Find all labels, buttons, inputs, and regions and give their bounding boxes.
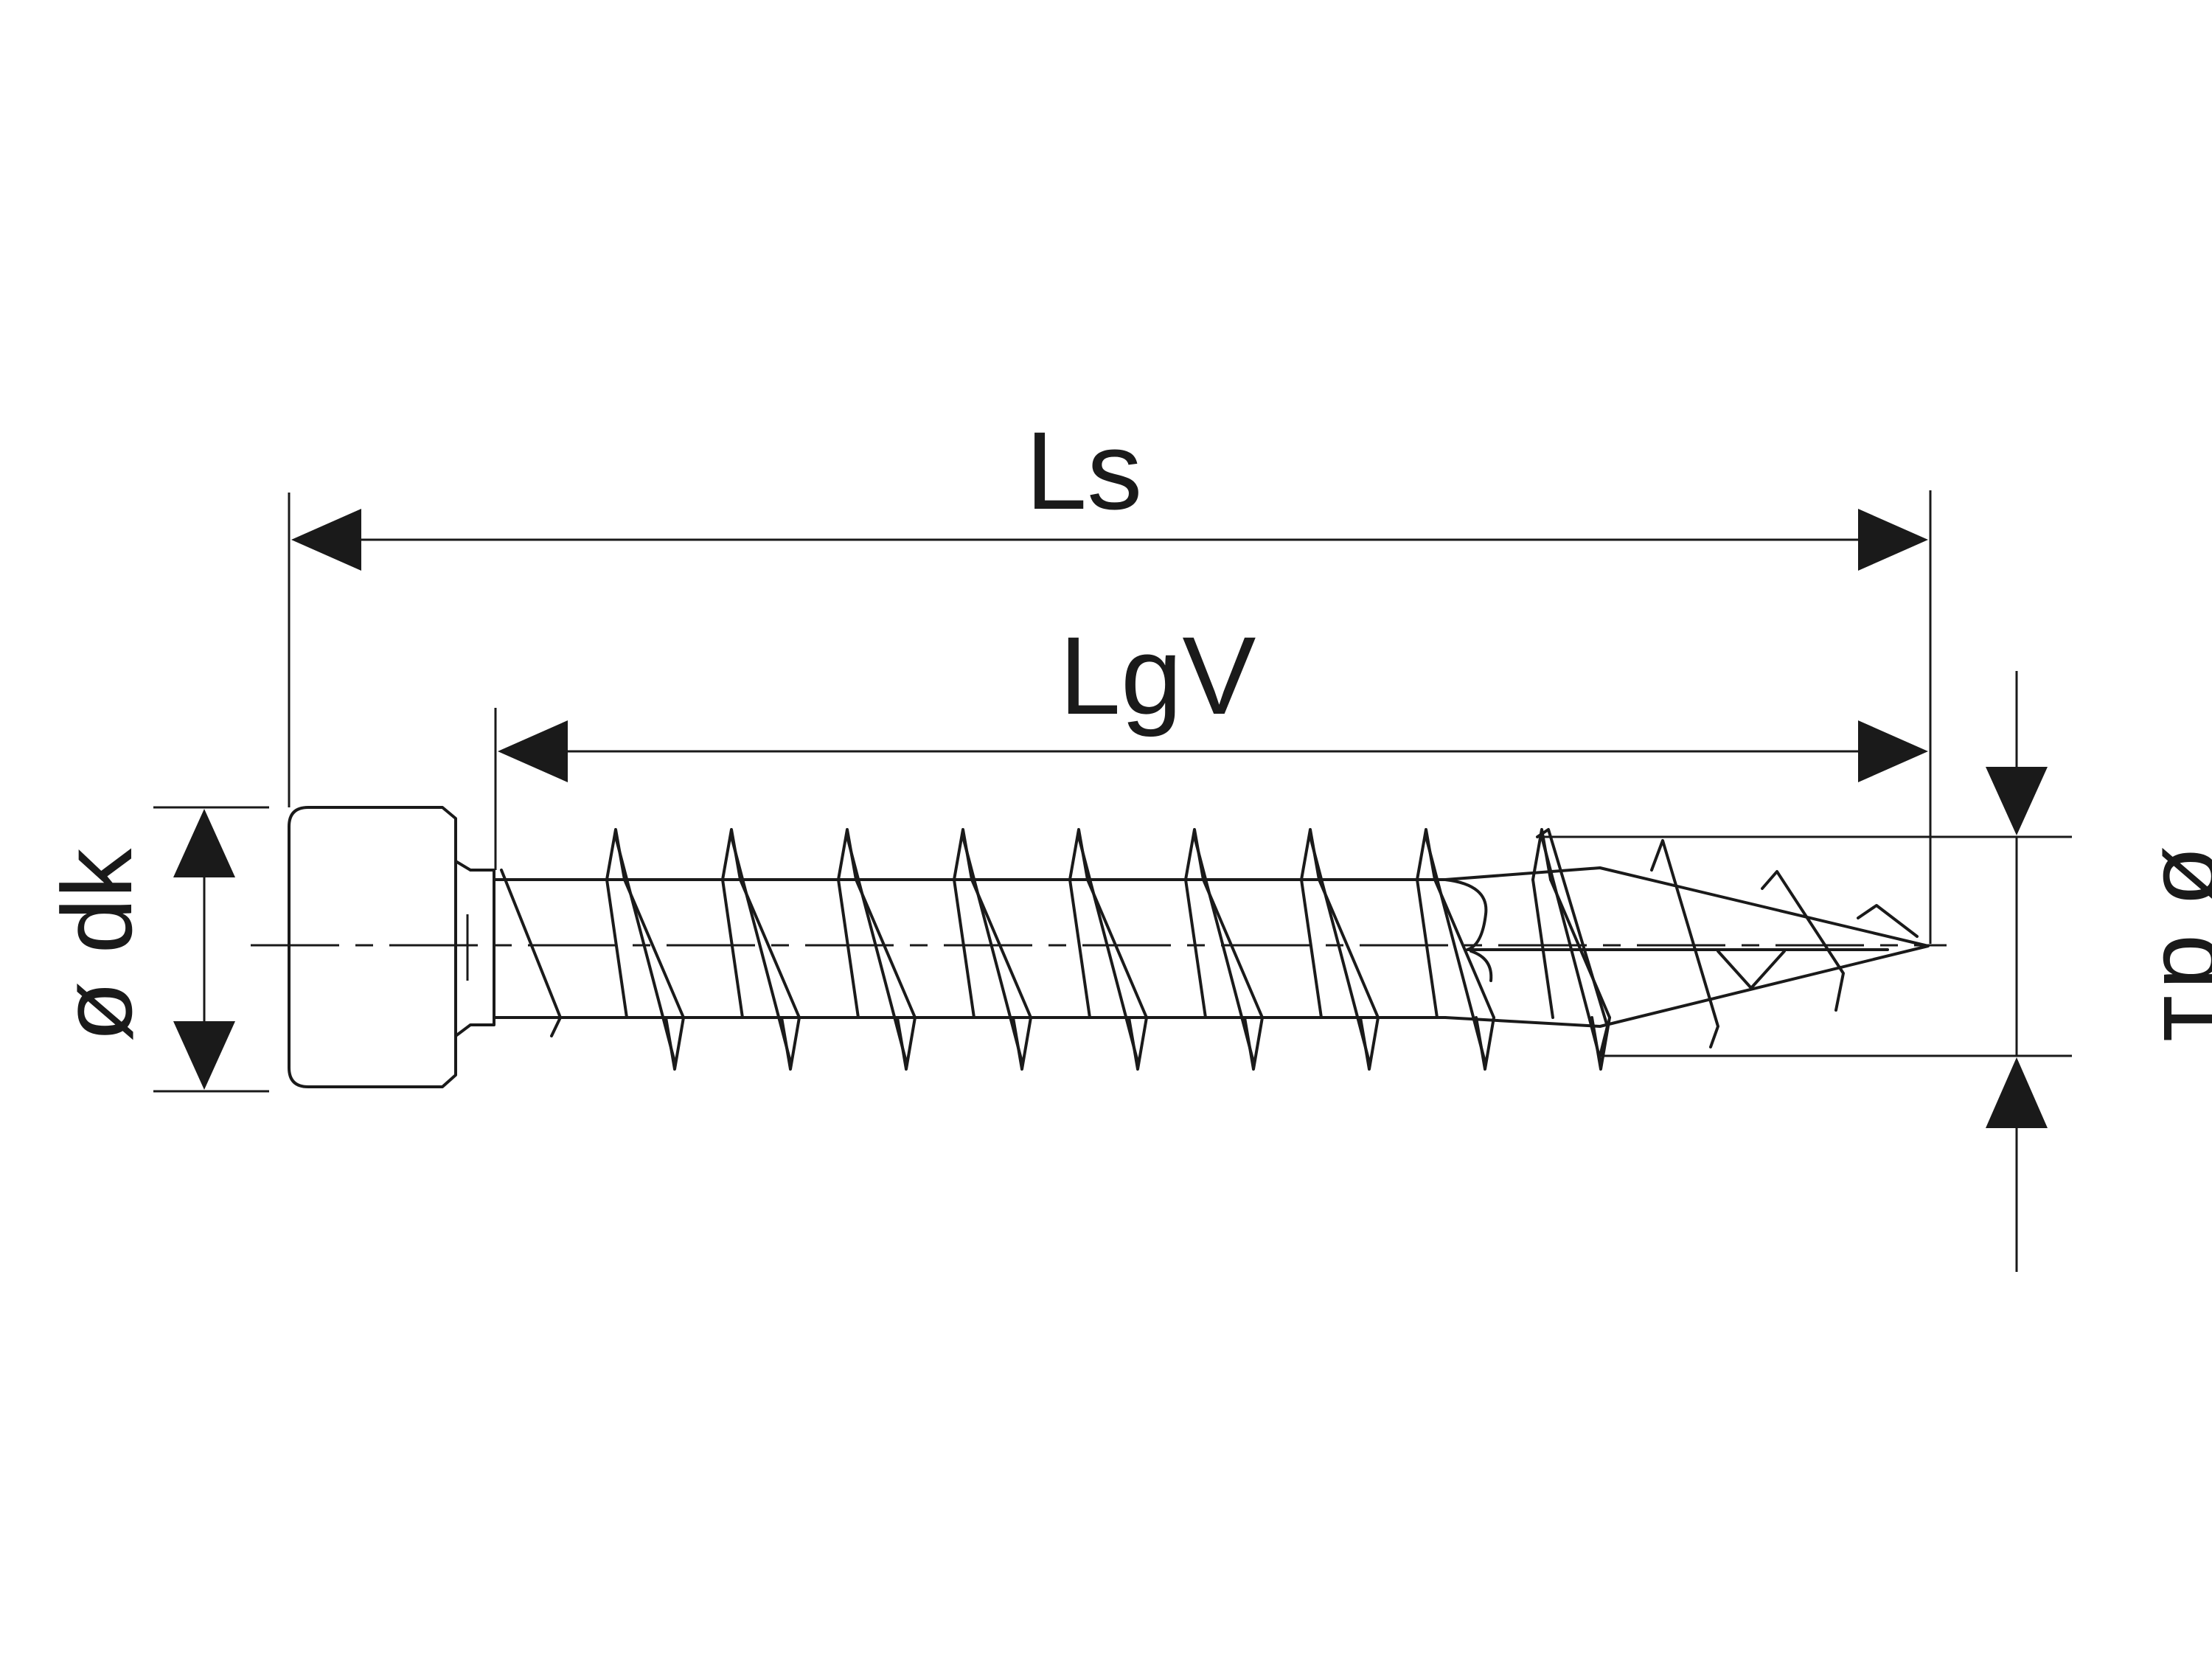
screw-shank: [493, 866, 1930, 1028]
head-diameter-dimension: ø dk: [41, 806, 269, 1093]
thread-diameter-dimension: ø d1: [1537, 671, 2212, 1272]
arrow-up: [173, 809, 235, 877]
thread-flight: [605, 878, 628, 1019]
screw-head: [288, 806, 495, 1088]
thread-flight: [1184, 878, 1207, 1019]
thread-flight: [1536, 828, 1609, 1057]
thread-flight: [1309, 835, 1371, 1063]
thread-diameter-label: ø d1: [2143, 846, 2212, 1045]
thread-flight: [1857, 904, 1919, 938]
overall-length-dimension: Ls: [288, 408, 1932, 944]
thread-flight: [1300, 878, 1323, 1019]
arrow-right: [1858, 720, 1928, 782]
thread-flight: [1761, 870, 1845, 1012]
arrow-up: [1986, 1057, 2048, 1128]
arrow-right: [1858, 509, 1928, 571]
arrow-down: [173, 1021, 235, 1090]
thread-length-label: LgV: [1060, 613, 1256, 737]
thread-flight: [1717, 950, 1786, 990]
thread-length-dimension: LgV: [494, 613, 1928, 870]
thread-flight: [721, 878, 744, 1019]
head-diameter-label: ø dk: [41, 848, 153, 1042]
thread-flight: [1531, 878, 1554, 1019]
thread-flight: [1077, 835, 1139, 1063]
thread-flight: [846, 835, 908, 1063]
thread-flight: [837, 878, 860, 1019]
thread-flight: [1068, 878, 1091, 1019]
thread-flight: [1425, 835, 1486, 1063]
thread-flight: [730, 835, 792, 1063]
arrow-left: [291, 509, 361, 571]
diameter-symbol: ø: [41, 981, 153, 1042]
screw-thread: [500, 828, 1919, 1071]
thread-flight: [1416, 878, 1439, 1019]
thread-flight: [953, 878, 975, 1019]
thread-flight: [614, 835, 676, 1063]
thread-flight: [1650, 839, 1719, 1048]
thread-flight: [961, 835, 1023, 1063]
thread-flight: [1193, 835, 1255, 1063]
thread-flight: [1540, 835, 1602, 1063]
thread-flight: [500, 869, 562, 1037]
arrow-down: [1986, 767, 2048, 835]
arrow-left: [498, 720, 568, 782]
overall-length-label: Ls: [1026, 408, 1142, 532]
